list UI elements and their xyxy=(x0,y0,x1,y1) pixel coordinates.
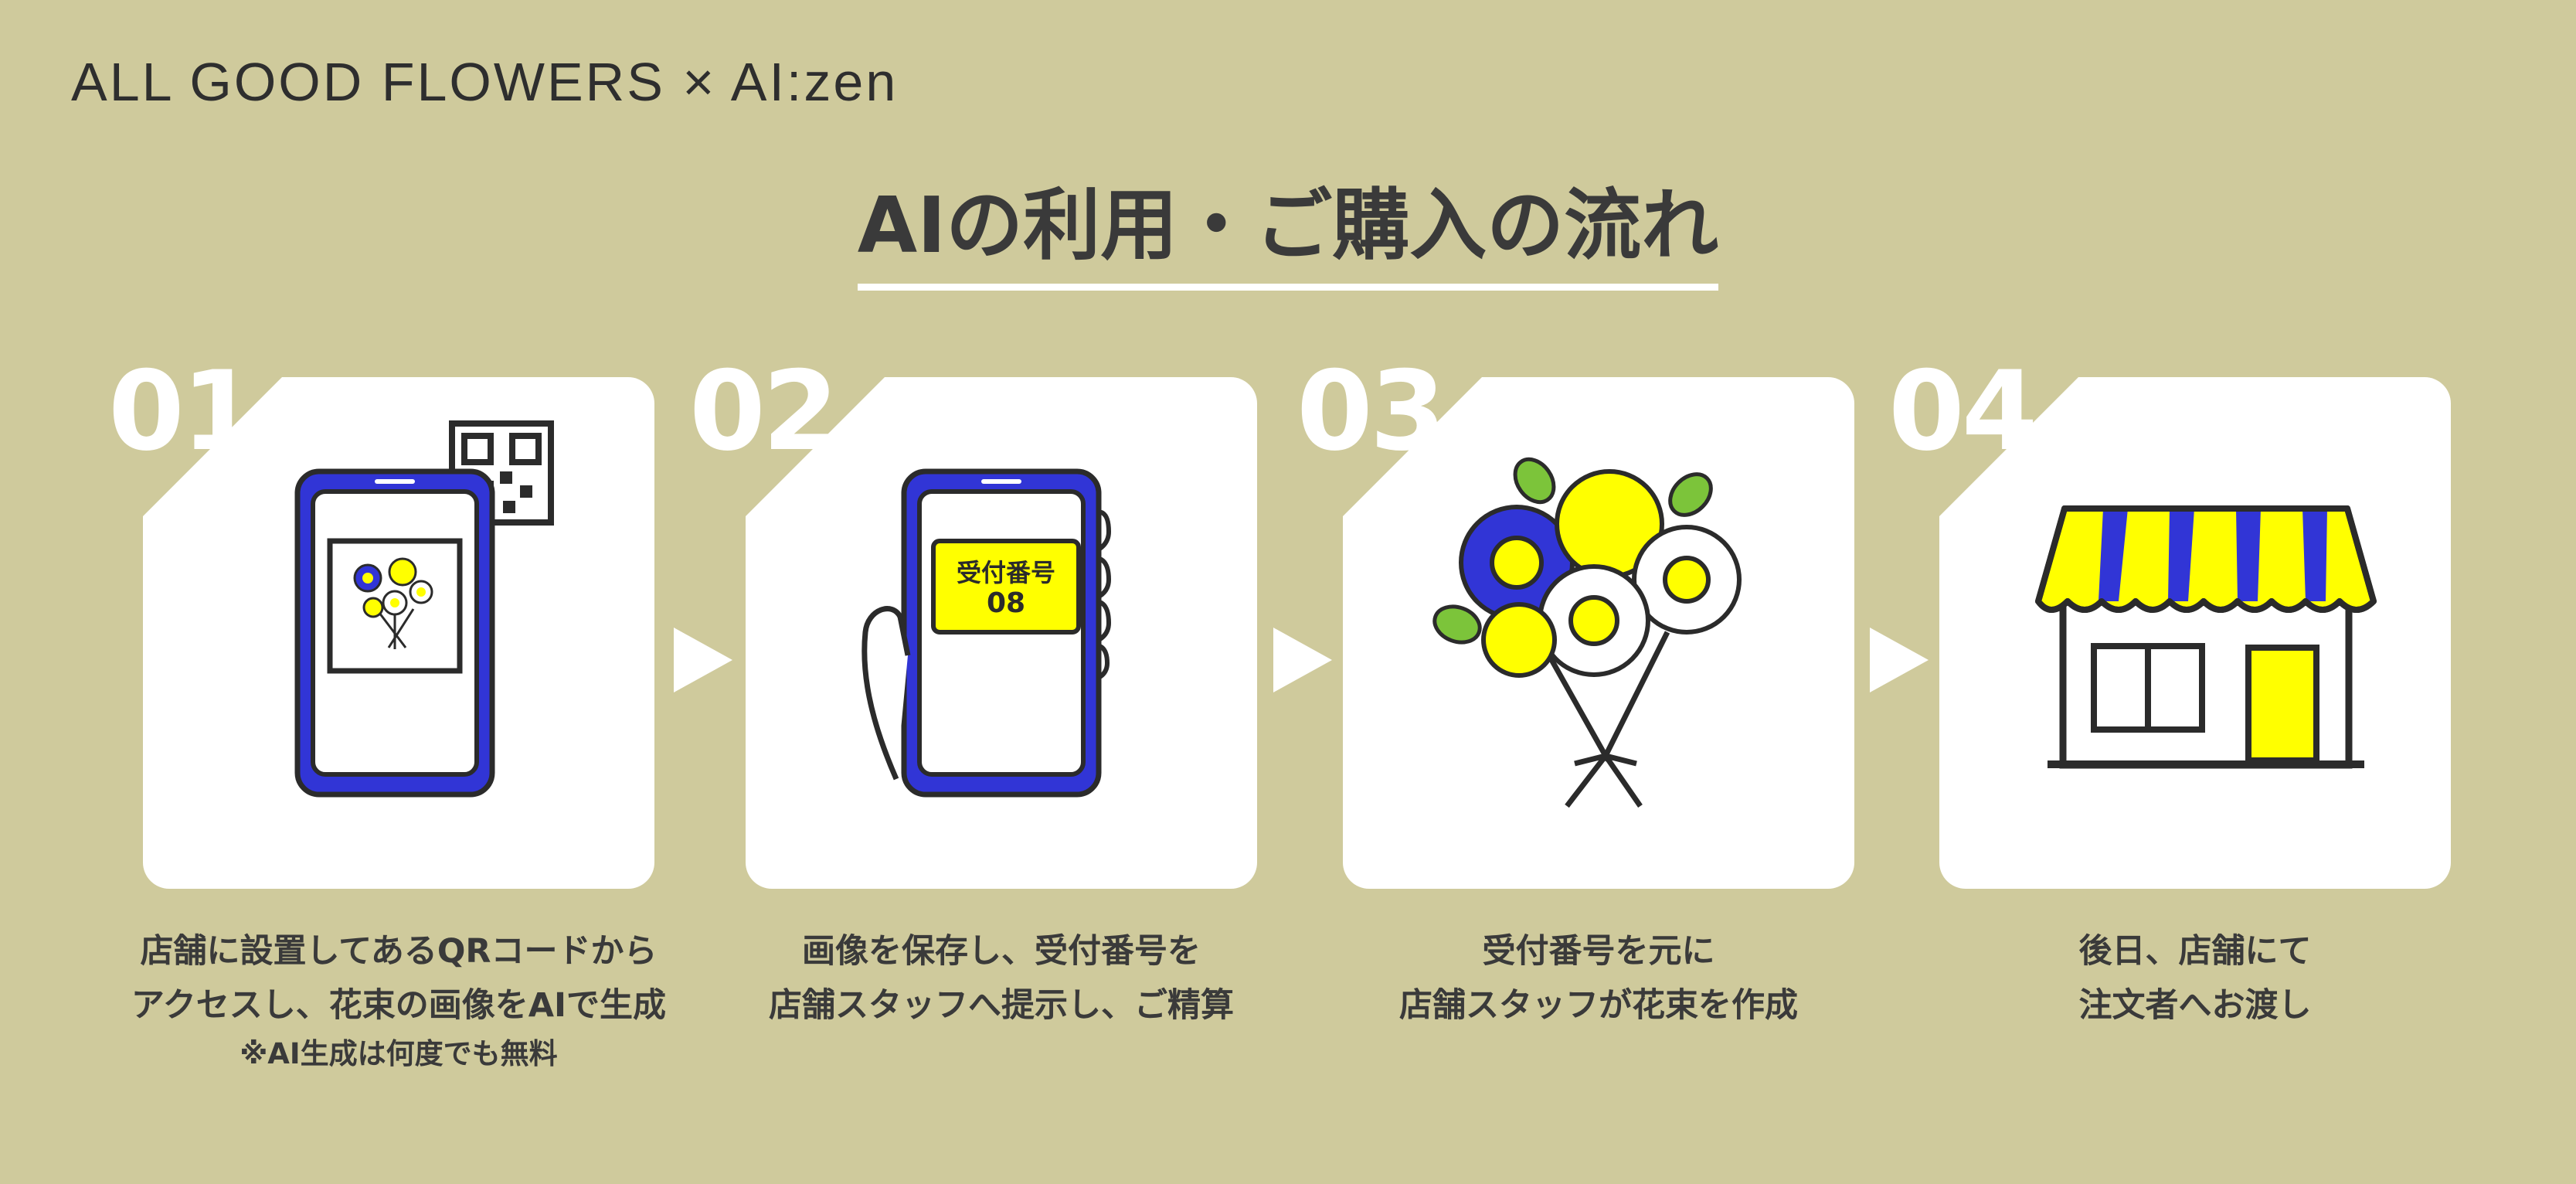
page-title-wrap: AIの利用・ご購入の流れ xyxy=(0,162,2576,291)
arrow-right-icon xyxy=(674,628,732,692)
step-number-3: 03 xyxy=(1296,348,1446,475)
step-card-3 xyxy=(1343,377,1854,889)
caption-line: 受付番号を元に xyxy=(1482,932,1715,971)
step-card-2: 受付番号 08 xyxy=(746,377,1257,889)
caption-line: 店舗スタッフへ提示し、ご精算 xyxy=(769,986,1234,1025)
brand-title: ALL GOOD FLOWERS × AI:zen xyxy=(71,52,899,112)
bouquet-icon xyxy=(1432,457,1742,808)
phone-hand-icon xyxy=(861,468,1112,798)
step-caption-4: 後日、店舗にて 注文者へお渡し xyxy=(1901,924,2489,1033)
caption-line: アクセスし、花束の画像をAIで生成 xyxy=(131,986,667,1025)
caption-line: 注文者へお渡し xyxy=(2078,986,2312,1025)
arrow-right-icon xyxy=(1273,628,1332,692)
page-title: AIの利用・ご購入の流れ xyxy=(857,162,1719,291)
caption-line: 店舗スタッフが花束を作成 xyxy=(1399,986,1798,1025)
caption-line: 後日、店舗にて xyxy=(2078,932,2312,971)
step-card-1 xyxy=(143,377,654,889)
shop-icon xyxy=(2035,505,2377,769)
step-number-4: 04 xyxy=(1888,348,2038,475)
step-caption-1: 店舗に設置してあるQRコードから アクセスし、花束の画像をAIで生成 ※AI生成… xyxy=(105,924,692,1076)
phone-qr-icon xyxy=(294,420,554,798)
caption-note: ※AI生成は何度でも無料 xyxy=(240,1037,558,1070)
step-number-2: 02 xyxy=(689,348,839,475)
step-number-1: 01 xyxy=(108,348,258,475)
arrow-right-icon xyxy=(1870,628,1929,692)
step-caption-3: 受付番号を元に 店舗スタッフが花束を作成 xyxy=(1305,924,1892,1033)
screen-label: 受付番号 xyxy=(956,558,1055,587)
caption-line: 画像を保存し、受付番号を xyxy=(802,932,1201,971)
step-caption-2: 画像を保存し、受付番号を 店舗スタッフへ提示し、ご精算 xyxy=(708,924,1295,1033)
caption-line: 店舗に設置してあるQRコードから xyxy=(140,932,658,971)
screen-number: 08 xyxy=(986,587,1026,619)
step-card-4 xyxy=(1939,377,2451,889)
